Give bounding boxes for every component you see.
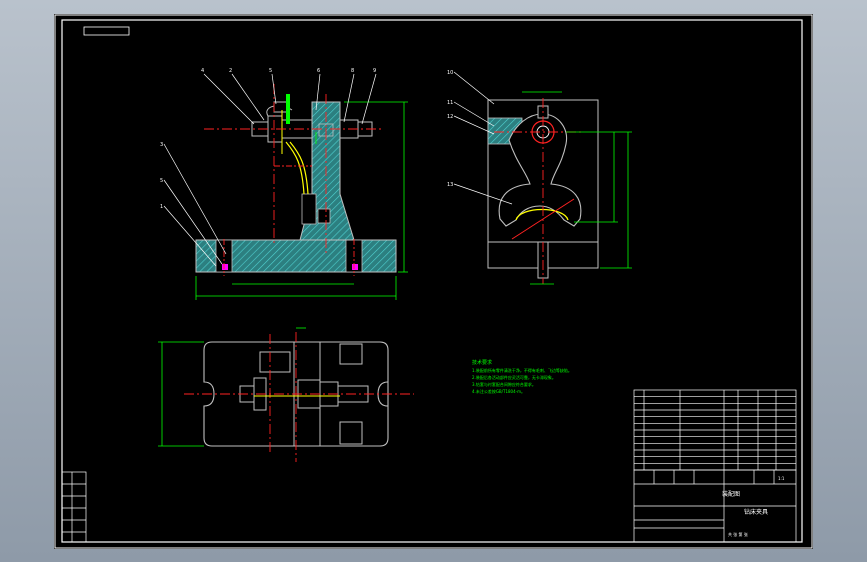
technical-notes: 技术要求 1.装配前所有零件清洗干净，不得有毛刺、飞边等缺陷。 2.装配后各活动… <box>472 359 572 394</box>
callout-label: 4 <box>201 68 204 74</box>
callout-label: 8 <box>351 68 354 74</box>
side-callouts: 10 11 12 13 <box>447 70 453 188</box>
callout-label: 11 <box>447 100 453 106</box>
callout-label: 1 <box>160 204 163 210</box>
inner-border <box>61 19 803 543</box>
top-view <box>158 327 414 462</box>
callout-label: 5 <box>160 178 163 184</box>
drawing-name: 钻床夹具 <box>744 508 768 516</box>
note-line: 3.钻套与衬套配合间隙应符合要求。 <box>472 381 536 387</box>
cad-viewport[interactable]: 4 2 5 6 8 9 3 5 1 10 <box>54 14 813 549</box>
drawing-scale: 1:1 <box>778 476 785 481</box>
note-line: 1.装配前所有零件清洗干净，不得有毛刺、飞边等缺陷。 <box>472 367 572 373</box>
callout-label: 13 <box>447 182 453 188</box>
front-view <box>163 73 408 300</box>
assembly-drawing: 4 2 5 6 8 9 3 5 1 10 <box>54 14 813 549</box>
callout-label: 6 <box>317 68 320 74</box>
side-view <box>453 71 632 285</box>
notes-heading: 技术要求 <box>472 359 492 366</box>
side-stamp-block <box>61 471 87 543</box>
title-block <box>633 389 797 543</box>
drawing-type: 装配图 <box>722 490 740 498</box>
sheet-count: 共 张 第 张 <box>728 531 748 537</box>
callout-label: 9 <box>373 68 376 74</box>
outer-border <box>54 14 813 549</box>
callout-label: 12 <box>447 114 453 120</box>
corner-code-box <box>83 26 130 36</box>
callout-label: 10 <box>447 70 453 76</box>
callout-label: 3 <box>160 142 163 148</box>
note-line: 4.未注公差按GB/T1804-m。 <box>472 388 525 394</box>
note-line: 2.装配后各活动部件应灵活可靠，无卡滞现象。 <box>472 374 556 380</box>
front-callouts: 4 2 5 6 8 9 3 5 1 <box>160 68 376 210</box>
callout-label: 2 <box>229 68 232 74</box>
callout-label: 5 <box>269 68 272 74</box>
